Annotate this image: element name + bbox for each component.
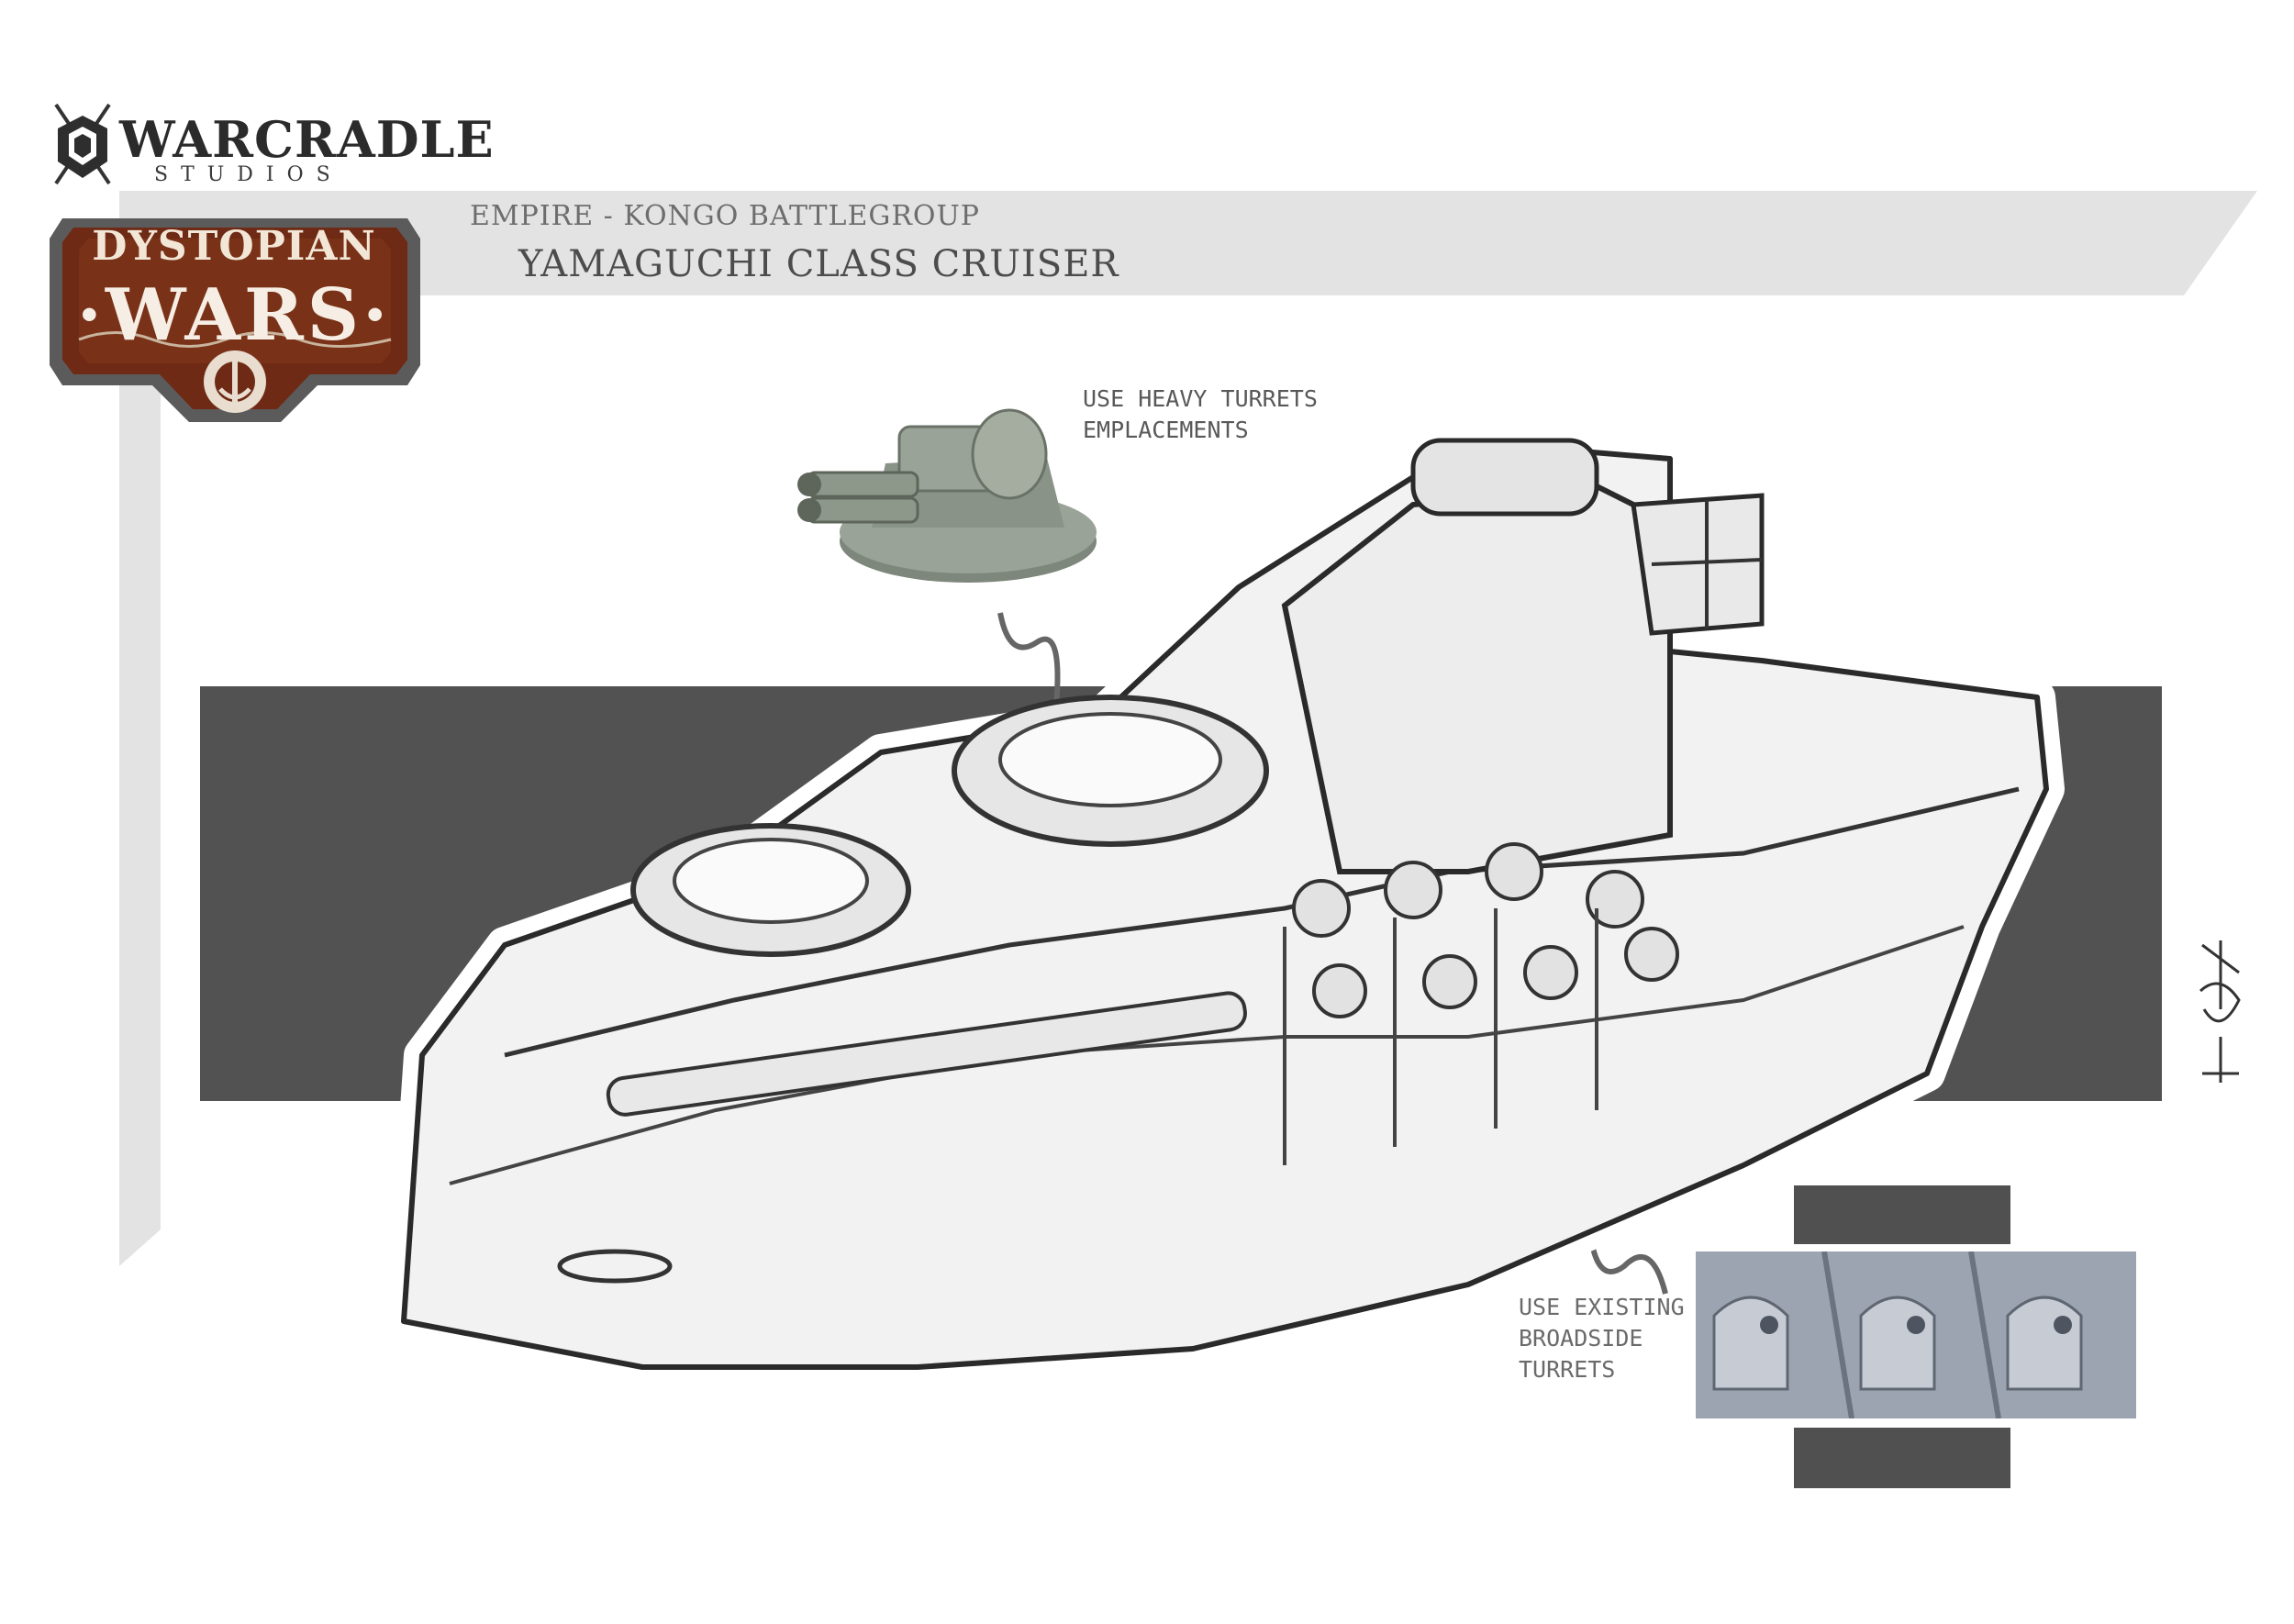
photo-frame-bar-bottom	[1794, 1428, 2010, 1488]
studio-subtitle: STUDIOS	[154, 163, 343, 186]
broadside-turret-photo	[1696, 1251, 2136, 1418]
anchor-gear-icon	[204, 350, 266, 413]
faction-subtitle: EMPIRE - KONGO BATTLEGROUP	[470, 200, 980, 232]
photo-frame-bar-top	[1794, 1185, 2010, 1244]
artist-signature	[2199, 940, 2241, 1083]
page-title: YAMAGUCHI CLASS CRUISER	[518, 243, 1119, 285]
badge-title-top: DYSTOPIAN	[92, 223, 376, 270]
warcradle-shield-icon	[54, 103, 111, 185]
broadside-turret-annotation: USE EXISTING BROADSIDE TURRETS	[1519, 1294, 1685, 1383]
badge-title-main: ·WARS·	[76, 273, 392, 357]
ship-sketch	[385, 431, 2065, 1385]
studio-name: WARCRADLE	[119, 110, 495, 169]
heavy-turret-photo	[797, 408, 1097, 583]
game-badge	[50, 218, 420, 422]
heavy-turret-annotation: USE HEAVY TURRETS EMPLACEMENTS	[1083, 385, 1318, 443]
